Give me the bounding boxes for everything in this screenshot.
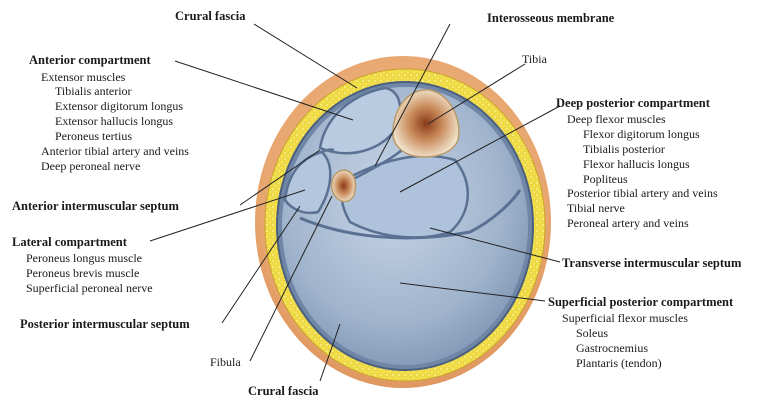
lateral-compartment-title: Lateral compartment: [12, 235, 127, 249]
label-fibula: Fibula: [210, 355, 241, 369]
label-posterior-intermuscular-septum: Posterior intermuscular septum: [20, 317, 190, 331]
list-item: Posterior tibial artery and veins: [567, 186, 718, 200]
list-item: Tibialis posterior: [583, 142, 665, 156]
label-crural-fascia-top: Crural fascia: [175, 9, 245, 23]
list-item: Flexor hallucis longus: [583, 157, 690, 171]
anterior-compartment-title: Anterior compartment: [29, 53, 151, 67]
list-item: Peroneal artery and veins: [567, 216, 689, 230]
list-item: Peroneus tertius: [55, 129, 132, 143]
deep-posterior-compartment-title: Deep posterior compartment: [556, 96, 710, 110]
list-item: Popliteus: [583, 172, 628, 186]
list-item: Plantaris (tendon): [576, 356, 662, 370]
label-transverse-intermuscular-septum: Transverse intermuscular septum: [562, 256, 741, 270]
list-item: Tibialis anterior: [55, 84, 132, 98]
list-item: Deep flexor muscles: [567, 112, 666, 126]
label-anterior-intermuscular-septum: Anterior intermuscular septum: [12, 199, 179, 213]
list-item: Superficial flexor muscles: [562, 311, 688, 325]
list-item: Flexor digitorum longus: [583, 127, 700, 141]
list-item: Peroneus longus muscle: [26, 251, 142, 265]
list-item: Anterior tibial artery and veins: [41, 144, 189, 158]
list-item: Tibial nerve: [567, 201, 625, 215]
list-item: Gastrocnemius: [576, 341, 648, 355]
fibula-bone: [332, 170, 356, 202]
list-item: Deep peroneal nerve: [41, 159, 140, 173]
list-item: Peroneus brevis muscle: [26, 266, 139, 280]
superficial-posterior-compartment-title: Superficial posterior compartment: [548, 295, 733, 309]
list-item: Extensor muscles: [41, 70, 125, 84]
list-item: Extensor digitorum longus: [55, 99, 183, 113]
list-item: Superficial peroneal nerve: [26, 281, 153, 295]
list-item: Extensor hallucis longus: [55, 114, 173, 128]
label-interosseous-membrane: Interosseous membrane: [487, 11, 614, 25]
label-crural-fascia-bottom: Crural fascia: [248, 384, 318, 398]
label-tibia: Tibia: [522, 52, 547, 66]
list-item: Soleus: [576, 326, 608, 340]
